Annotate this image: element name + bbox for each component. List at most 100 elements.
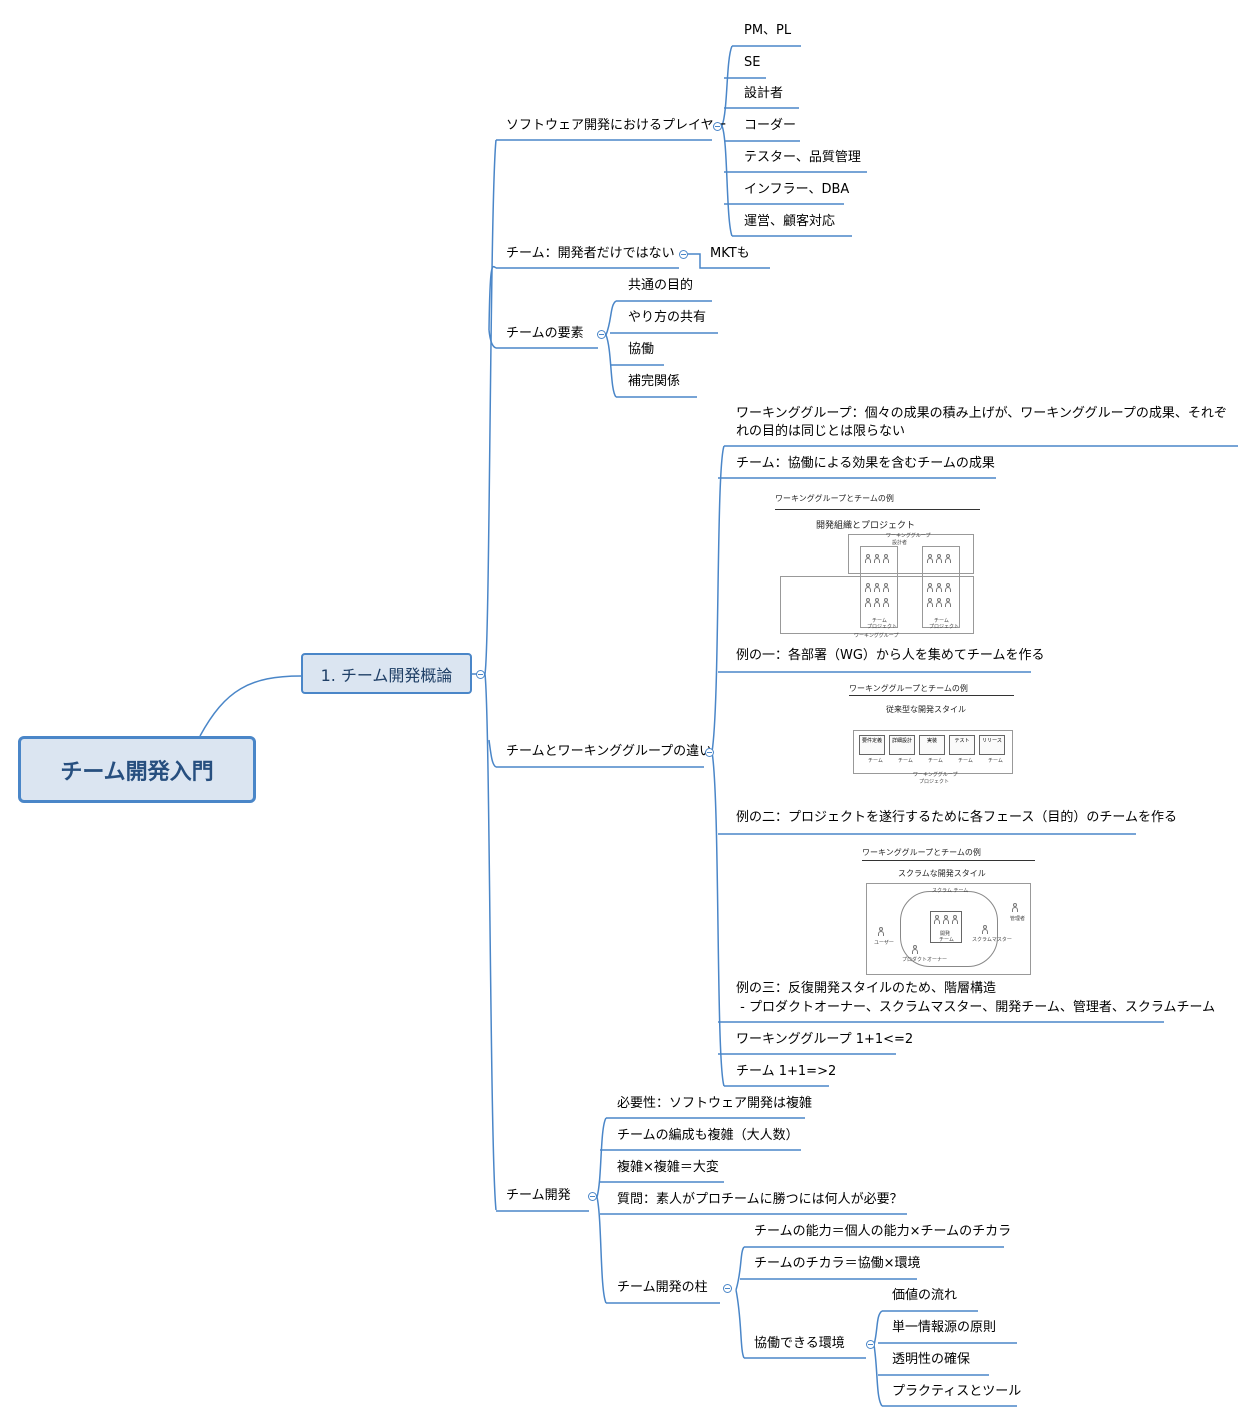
person-icon bbox=[927, 583, 933, 592]
topic-team-vs-wg[interactable]: チームとワーキンググループの違い bbox=[506, 744, 713, 759]
topic-team-dev-item[interactable]: チームの編成も複雑（大人数） bbox=[617, 1128, 799, 1143]
slide-label: プロジェクト bbox=[919, 779, 950, 785]
process-step-label: リリース bbox=[982, 738, 1002, 744]
person-icon bbox=[952, 915, 958, 924]
topic-team-formula[interactable]: チーム 1+1=>2 bbox=[736, 1064, 837, 1079]
person-icon bbox=[945, 583, 951, 592]
topic-wg-definition[interactable]: ワーキンググループ：個々の成果の積み上げが、ワーキンググループの成果、それぞれの… bbox=[736, 406, 1227, 439]
topic-wg-formula[interactable]: ワーキンググループ 1+1<=2 bbox=[736, 1032, 914, 1047]
topic-player-item[interactable]: コーダー bbox=[744, 118, 797, 133]
team-box bbox=[922, 546, 960, 628]
collapse-icon[interactable] bbox=[588, 1192, 597, 1201]
topic-mkt[interactable]: MKTも bbox=[710, 246, 750, 261]
topic-pillar-item[interactable]: チームの能力＝個人の能力×チームのチカラ bbox=[754, 1224, 1012, 1239]
slide-subtitle: 従来型な開発スタイル bbox=[886, 705, 966, 714]
topic-player-item[interactable]: 運営、顧客対応 bbox=[744, 214, 836, 229]
topic-element-item[interactable]: 共通の目的 bbox=[628, 278, 694, 293]
topic-example-3-line1[interactable]: 例の三：反復開発スタイルのため、階層構造 bbox=[736, 981, 997, 996]
topic-element-item[interactable]: やり方の共有 bbox=[628, 310, 707, 325]
person-icon bbox=[945, 598, 951, 607]
slide-label: プロジェクト bbox=[929, 624, 960, 630]
person-icon bbox=[865, 554, 871, 563]
topic-player-item[interactable]: テスター、品質管理 bbox=[744, 150, 861, 165]
topic-env-item[interactable]: プラクティスとツール bbox=[892, 1384, 1022, 1399]
slide-rule bbox=[849, 695, 1014, 696]
slide-label: ワーキンググループ bbox=[854, 633, 899, 639]
process-step: 要件定義 bbox=[859, 735, 885, 755]
slide-label: プロダクトオーナー bbox=[902, 957, 948, 963]
topic-pillar-item[interactable]: チームのチカラ＝協働×環境 bbox=[754, 1256, 921, 1271]
topic-team-dev-item[interactable]: 複雑×複雑＝大変 bbox=[617, 1160, 719, 1175]
topic-player-item[interactable]: PM、PL bbox=[744, 23, 792, 38]
slide-label: チーム bbox=[928, 758, 943, 764]
topic-example-2[interactable]: 例の二：プロジェクトを遂行するために各フェース（目的）のチームを作る bbox=[736, 810, 1177, 825]
scrum-team-ring bbox=[900, 891, 998, 967]
collapse-icon[interactable] bbox=[476, 670, 485, 679]
topic-env-item[interactable]: 価値の流れ bbox=[892, 1288, 958, 1303]
slide-thumbnail-2[interactable]: ワーキンググループとチームの例 従来型な開発スタイル 要件定義 詳細設計 実装 … bbox=[836, 680, 1030, 808]
topic-env-item[interactable]: 透明性の確保 bbox=[892, 1352, 971, 1367]
topic-pillars[interactable]: チーム開発の柱 bbox=[617, 1280, 708, 1295]
slide-label: 管理者 bbox=[1010, 916, 1026, 922]
topic-team-elements[interactable]: チームの要素 bbox=[506, 326, 584, 341]
mkt-connector bbox=[688, 253, 770, 269]
main-topic[interactable]: 1. チーム開発概論 bbox=[301, 653, 472, 694]
topic-env-item[interactable]: 単一情報源の原則 bbox=[892, 1320, 997, 1335]
person-icon bbox=[982, 925, 988, 934]
slide-rule bbox=[862, 860, 1035, 861]
collapse-icon[interactable] bbox=[723, 1284, 732, 1293]
slide-label: ワーキンググループ bbox=[886, 533, 931, 539]
collapse-icon[interactable] bbox=[679, 250, 688, 259]
person-icon bbox=[883, 554, 889, 563]
slide-label: ワーキンググループ bbox=[913, 772, 958, 778]
topic-element-item[interactable]: 補完関係 bbox=[628, 374, 681, 389]
person-icon bbox=[883, 583, 889, 592]
process-step-label: テスト bbox=[954, 738, 970, 744]
process-step: 実装 bbox=[919, 735, 945, 755]
topic-team-dev-item[interactable]: 質問：素人がプロチームに勝つには何人が必要？ bbox=[617, 1192, 903, 1207]
process-step-label: 実装 bbox=[926, 738, 937, 744]
env-fork bbox=[873, 1310, 883, 1407]
topic-element-item[interactable]: 協働 bbox=[628, 342, 655, 357]
topic-player-item[interactable]: 設計者 bbox=[744, 86, 784, 101]
slide-rule bbox=[775, 509, 980, 510]
topic-player-item[interactable]: SE bbox=[744, 55, 761, 70]
slide-label: チーム bbox=[958, 758, 973, 764]
topic-players[interactable]: ソフトウェア開発におけるプレイヤー bbox=[506, 118, 727, 133]
elements-fork bbox=[605, 300, 617, 398]
slide-label: チーム bbox=[868, 758, 883, 764]
topic-team-not-only-dev[interactable]: チーム：開発者だけではない bbox=[506, 246, 675, 261]
main-branch-forks bbox=[488, 265, 497, 768]
person-icon bbox=[1012, 903, 1018, 912]
person-icon bbox=[934, 915, 940, 924]
root-topic[interactable]: チーム開発入門 bbox=[18, 736, 256, 803]
topic-example-3-line2[interactable]: - プロダクトオーナー、スクラムマスター、開発チーム、管理者、スクラムチーム bbox=[736, 1000, 1216, 1015]
slide-label: 設計者 bbox=[892, 540, 908, 546]
person-icon bbox=[874, 583, 880, 592]
collapse-icon[interactable] bbox=[866, 1340, 875, 1349]
collapse-icon[interactable] bbox=[705, 748, 714, 757]
players-fork bbox=[721, 45, 733, 237]
topic-team-definition[interactable]: チーム：協働による効果を含むチームの成果 bbox=[736, 456, 995, 471]
topic-env[interactable]: 協働できる環境 bbox=[754, 1336, 845, 1351]
collapse-icon[interactable] bbox=[597, 330, 606, 339]
topic-example-1[interactable]: 例の一：各部署（WG）から人を集めてチームを作る bbox=[736, 648, 1045, 663]
topic-team-dev[interactable]: チーム開発 bbox=[506, 1188, 571, 1203]
slide-label: チーム bbox=[988, 758, 1003, 764]
slide-thumbnail-1[interactable]: ワーキンググループとチームの例 開発組織とプロジェクト ワーキンググループ 設計… bbox=[770, 488, 985, 644]
person-icon bbox=[874, 554, 880, 563]
slide-subtitle: スクラムな開発スタイル bbox=[898, 869, 986, 878]
topic-team-dev-item[interactable]: 必要性：ソフトウェア開発は複雑 bbox=[617, 1096, 813, 1111]
slide-label: チーム bbox=[934, 618, 949, 624]
slide-label: チーム bbox=[872, 618, 887, 624]
team-box bbox=[860, 546, 898, 628]
person-icon bbox=[936, 598, 942, 607]
collapse-icon[interactable] bbox=[713, 122, 722, 131]
dev-team-box bbox=[930, 911, 962, 943]
slide-subtitle: 開発組織とプロジェクト bbox=[816, 521, 916, 531]
topic-player-item[interactable]: インフラー、DBA bbox=[744, 182, 850, 197]
slide-thumbnail-3[interactable]: ワーキンググループとチームの例 スクラムな開発スタイル スクラム チーム 開発 … bbox=[846, 843, 1046, 979]
main-topic-label: 1. チーム開発概論 bbox=[320, 665, 453, 685]
person-icon bbox=[936, 583, 942, 592]
